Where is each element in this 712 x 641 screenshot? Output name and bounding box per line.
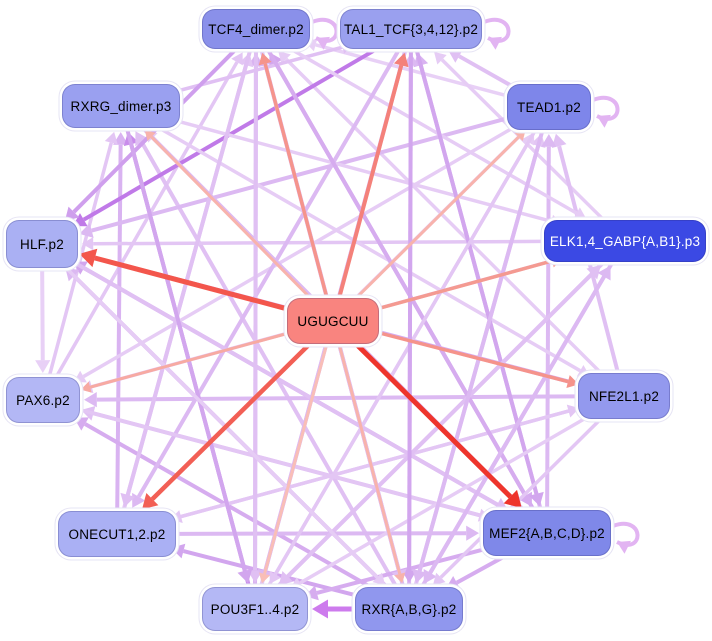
edge-mef2-rxr — [445, 552, 510, 590]
edge-nfe2l1-rxr — [432, 417, 603, 586]
edge-rxrg-pou3f — [125, 130, 253, 584]
edge-rxr-pou3f — [312, 599, 352, 619]
edge-hub-tal1 — [337, 52, 409, 296]
edge-tead1-rxr — [412, 132, 544, 584]
edge-hub-tcf4 — [258, 52, 328, 296]
edge-tead1-pax6 — [73, 123, 519, 383]
edge-nfe2l1-pax6 — [83, 392, 576, 408]
node-label: ELK1,4_GABP{A,B1}.p3 — [549, 233, 701, 249]
edge-hlf-pax6 — [35, 270, 51, 374]
node-label: MEF2{A,B,C,D}.p2 — [489, 525, 605, 541]
node-label: HLF.p2 — [20, 236, 64, 252]
edge-hub-nfe2l1 — [376, 330, 579, 389]
edge-elk-rxr — [423, 263, 613, 584]
node-rxrg[interactable]: RXRG_dimer.p3 — [62, 84, 180, 128]
node-nfe2l1[interactable]: NFE2L1.p2 — [578, 373, 670, 419]
node-hub[interactable]: UGUGCUU — [287, 298, 379, 344]
self-loop-tal1 — [483, 17, 511, 50]
edge-pax6-tcf4 — [55, 52, 243, 377]
node-hlf[interactable]: HLF.p2 — [6, 220, 78, 268]
node-pax6[interactable]: PAX6.p2 — [6, 377, 80, 423]
node-mef2[interactable]: MEF2{A,B,C,D}.p2 — [483, 510, 611, 556]
edge-tead1-tal1 — [447, 49, 518, 91]
edge-hub-onecut — [142, 342, 312, 510]
node-tal1[interactable]: TAL1_TCF{3,4,12}.p2 — [340, 9, 482, 49]
edge-hub-pou3f — [258, 346, 328, 584]
node-label: TAL1_TCF{3,4,12}.p2 — [343, 21, 479, 37]
node-label: TCF4_dimer.p2 — [208, 21, 304, 37]
edge-tcf4-onecut — [120, 51, 252, 508]
node-label: RXRG_dimer.p3 — [70, 98, 172, 114]
edge-hub-pax6 — [80, 331, 290, 393]
edge-hub-rxr — [338, 346, 406, 584]
edge-tcf4-mef2 — [267, 50, 532, 507]
node-label: UGUGCUU — [297, 313, 369, 329]
node-onecut[interactable]: ONECUT1,2.p2 — [58, 511, 176, 557]
edge-tcf4-hlf — [64, 48, 237, 222]
edge-elk-pou3f — [278, 262, 604, 586]
edge-hub-elk — [376, 254, 563, 311]
edge-hub-tead1 — [355, 130, 526, 300]
self-loop-mef2 — [612, 521, 640, 554]
edge-tal1-rxr — [401, 51, 417, 584]
node-label: RXR{A,B,G}.p2 — [361, 601, 457, 617]
self-loop-tead1 — [592, 95, 620, 128]
edge-pax6-rxrg — [48, 131, 118, 375]
edge-tcf4-pou3f — [247, 51, 263, 583]
node-label: TEAD1.p2 — [517, 99, 581, 115]
self-loop-tcf4 — [311, 17, 339, 50]
edge-hub-rxrg — [144, 130, 312, 300]
node-tcf4[interactable]: TCF4_dimer.p2 — [202, 9, 310, 49]
node-rxr[interactable]: RXR{A,B,G}.p2 — [355, 587, 463, 631]
edge-tal1-mef2 — [415, 51, 544, 507]
edge-hub-hlf — [79, 248, 290, 312]
edge-nfe2l1-pou3f — [290, 413, 592, 589]
node-label: PAX6.p2 — [16, 392, 70, 408]
edge-hlf-mef2 — [71, 259, 509, 512]
edge-mef2-tead1 — [541, 133, 557, 508]
node-pou3f[interactable]: POU3F1..4.p2 — [202, 587, 308, 631]
edge-tead1-pou3f — [269, 130, 537, 584]
node-elk[interactable]: ELK1,4_GABP{A,B1}.p3 — [544, 220, 706, 262]
node-label: ONECUT1,2.p2 — [68, 526, 166, 542]
node-tead1[interactable]: TEAD1.p2 — [507, 84, 591, 130]
edge-hlf-rxr — [63, 264, 386, 586]
edge-tal1-onecut — [132, 50, 400, 508]
node-label: NFE2L1.p2 — [588, 388, 660, 404]
node-label: POU3F1..4.p2 — [210, 601, 300, 617]
edge-onecut-mef2 — [178, 525, 480, 541]
edge-hub-mef2 — [354, 342, 522, 508]
